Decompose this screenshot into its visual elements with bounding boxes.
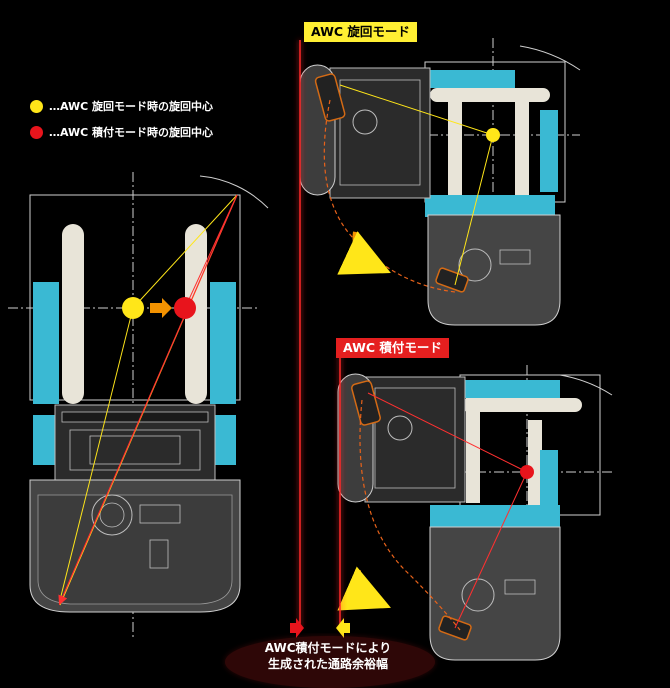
red-dot-icon — [30, 125, 43, 139]
load-center-dot — [174, 297, 196, 319]
aisle-clearance-lines — [299, 40, 341, 628]
yellow-marker-icon — [336, 618, 350, 638]
caption-line-2: 生成された通路余裕幅 — [267, 657, 388, 671]
rotation-arrow-icon — [337, 231, 391, 275]
caption-line-1: AWC積付モードにより — [264, 641, 392, 655]
shift-arrow-icon — [150, 298, 172, 318]
legend-turn: …AWC 旋回モード時の旋回中心 — [30, 98, 213, 114]
seat-ring — [91, 494, 133, 536]
right-cyan-block — [210, 282, 236, 404]
legend-load-label: …AWC 積付モード時の旋回中心 — [49, 126, 214, 139]
left-wheel-guard — [33, 415, 55, 465]
load-mode-tag: AWC 積付モード — [336, 338, 449, 358]
yellow-dot-icon — [30, 99, 43, 113]
load-mode-diagram — [337, 365, 615, 661]
turn-radius-line — [132, 194, 238, 309]
reach-envelope — [29, 194, 241, 401]
rotation-arrow-icon-2 — [337, 566, 391, 611]
legend-load: …AWC 積付モード時の旋回中心 — [30, 124, 213, 140]
legend-turn-label: …AWC 旋回モード時の旋回中心 — [49, 100, 214, 113]
turn-mode-diagram — [299, 38, 581, 326]
red-marker-icon — [290, 618, 304, 638]
turn-mode-tag: AWC 旋回モード — [304, 22, 417, 42]
turning-arc — [199, 175, 269, 209]
turn-center-dot — [122, 297, 144, 319]
right-fork — [185, 224, 207, 404]
left-fork — [62, 224, 84, 404]
left-machine-plan — [8, 172, 269, 640]
left-cyan-block — [33, 282, 59, 404]
aisle-caption: AWC積付モードにより 生成された通路余裕幅 — [228, 640, 428, 672]
right-wheel-guard — [214, 415, 236, 465]
